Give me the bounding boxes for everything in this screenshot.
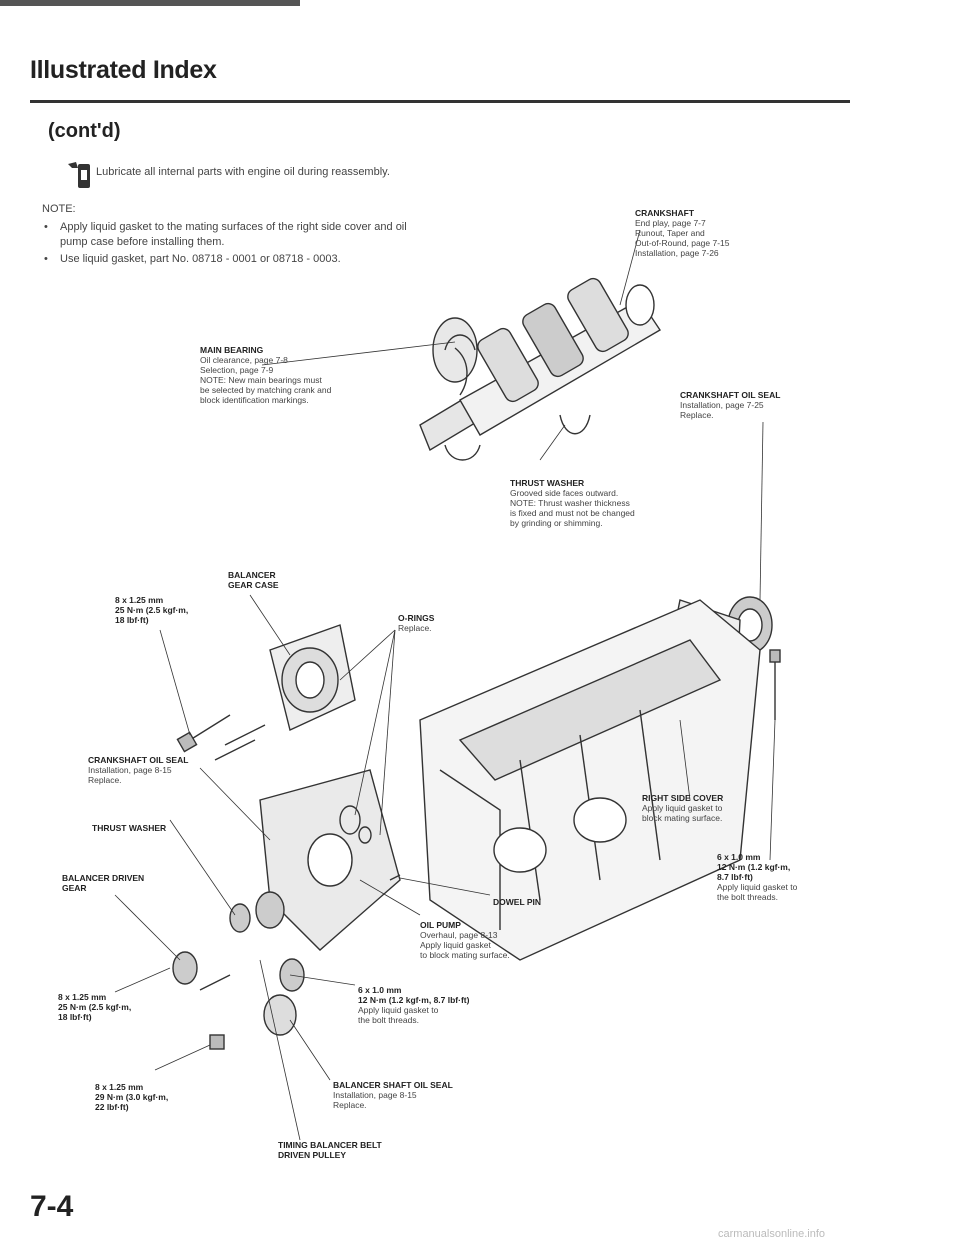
lubricate-note: Lubricate all internal parts with engine…: [96, 166, 390, 178]
note-label: NOTE:: [42, 203, 76, 215]
callout-balancer-gear-case: BALANCER GEAR CASE: [228, 570, 279, 590]
crankshaft-drawing: [419, 277, 661, 452]
callout-thrust-washer-left: THRUST WASHER: [92, 823, 167, 833]
callout-bolt-8x125-mid: 8 x 1.25 mm 25 N·m (2.5 kgf·m, 18 lbf·ft…: [58, 992, 132, 1022]
page-title: Illustrated Index: [30, 56, 217, 84]
oil-pump-drawing: [255, 769, 401, 951]
balancer-gear-case-drawing: [269, 624, 356, 731]
title-divider: [30, 100, 850, 103]
callout-dowel-pin: DOWEL PIN: [493, 897, 542, 907]
continued-label: (cont'd): [48, 120, 121, 142]
callout-bolt-8x125-bottom: 8 x 1.25 mm 29 N·m (3.0 kgf·m, 22 lbf·ft…: [95, 1082, 169, 1112]
callout-bolt-6x10-right: 6 x 1.0 mm 12 N·m (1.2 kgf·m, 8.7 lbf·ft…: [717, 852, 798, 902]
callout-thrust-washer-top: THRUST WASHER Grooved side faces outward…: [510, 478, 635, 528]
engine-block-drawing: [419, 599, 761, 961]
callout-crankshaft-oil-seal-left: CRANKSHAFT OIL SEAL Installation, page 8…: [88, 755, 189, 785]
callout-o-rings: O-RINGS Replace.: [398, 613, 435, 633]
callout-crankshaft: CRANKSHAFT End play, page 7-7 Runout, Ta…: [635, 208, 730, 258]
callout-oil-pump: OIL PUMP Overhaul, page 8-13 Apply liqui…: [420, 920, 510, 960]
callout-balancer-driven-gear: BALANCER DRIVEN GEAR: [62, 873, 145, 893]
top-edge-bar: [0, 0, 300, 6]
thrust-washer-shell: [559, 414, 591, 435]
oil-can-icon: [68, 162, 90, 188]
watermark: carmanualsonline.info: [718, 1228, 826, 1240]
callout-timing-balancer-pulley: TIMING BALANCER BELT DRIVEN PULLEY: [278, 1140, 382, 1160]
bolt-shaft: [189, 714, 231, 741]
callout-balancer-shaft-oil-seal: BALANCER SHAFT OIL SEAL Installation, pa…: [333, 1080, 453, 1110]
callout-crankshaft-oil-seal-right: CRANKSHAFT OIL SEAL Installation, page 7…: [680, 390, 781, 420]
callout-bolt-8x125-top: 8 x 1.25 mm 25 N·m (2.5 kgf·m, 18 lbf·ft…: [115, 595, 189, 625]
main-bearing-shell: [444, 334, 476, 351]
notes-list: Apply liquid gasket to the mating surfac…: [42, 220, 422, 269]
o-ring: [339, 805, 361, 835]
page-number: 7-4: [30, 1190, 74, 1223]
callout-main-bearing: MAIN BEARING Oil clearance, page 7-8 Sel…: [200, 345, 332, 405]
callout-right-side-cover: RIGHT SIDE COVER Apply liquid gasket to …: [642, 793, 724, 823]
note-item: Use liquid gasket, part No. 08718 - 0001…: [42, 252, 422, 267]
callout-bolt-6x10-mid: 6 x 1.0 mm 12 N·m (1.2 kgf·m, 8.7 lbf·ft…: [358, 985, 470, 1025]
note-item: Apply liquid gasket to the mating surfac…: [42, 220, 422, 250]
